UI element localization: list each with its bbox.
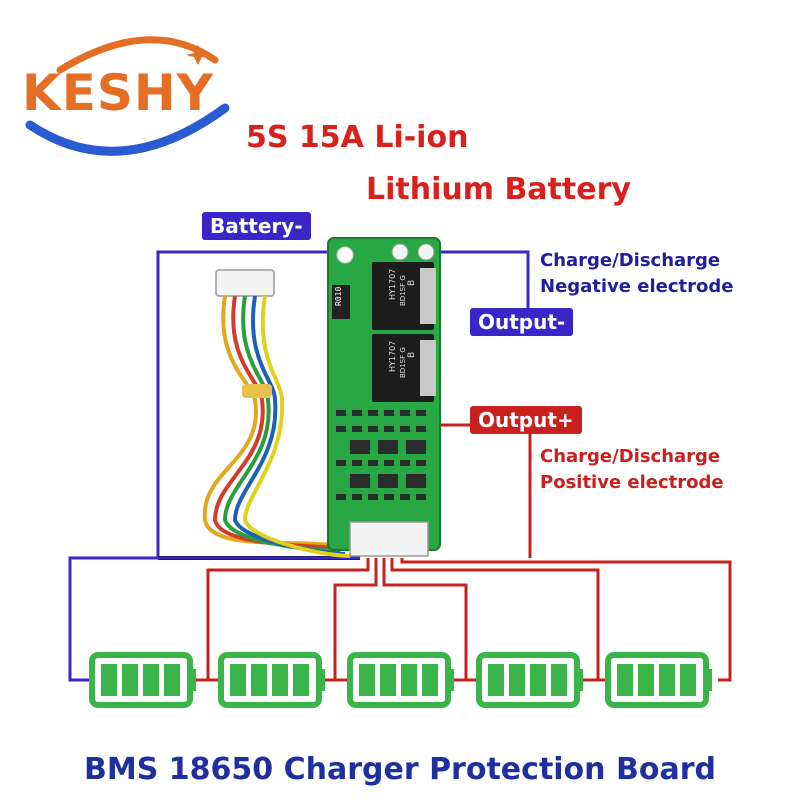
battery-cell-icon bbox=[476, 652, 583, 708]
logo-swoosh bbox=[25, 36, 230, 156]
positive-desc-line2: Positive electrode bbox=[540, 472, 724, 493]
footer-caption: BMS 18650 Charger Protection Board bbox=[84, 752, 716, 787]
battery-cell-icon bbox=[89, 652, 196, 708]
mosfet1-marking-2: BD1SF G bbox=[399, 275, 407, 306]
mosfet2-marking-2: BD1SF G bbox=[399, 347, 407, 378]
battery-minus-label: Battery- bbox=[202, 212, 311, 240]
product-title-line2: Lithium Battery bbox=[366, 172, 631, 207]
mosfet2-letter: B bbox=[407, 352, 417, 358]
logo-star-icon bbox=[186, 45, 210, 65]
output-plus-label: Output+ bbox=[470, 406, 582, 434]
product-title-line1: 5S 15A Li-ion bbox=[246, 120, 469, 155]
cable-connector bbox=[215, 269, 275, 297]
positive-desc-line1: Charge/Discharge bbox=[540, 446, 721, 467]
mosfet2-marking: HY1707 bbox=[388, 341, 397, 372]
negative-wires bbox=[68, 250, 530, 682]
brand-logo: KESHY bbox=[22, 64, 214, 122]
output-minus-label: Output- bbox=[470, 308, 574, 336]
positive-electrode-desc: Charge/Discharge Positive electrode bbox=[540, 444, 724, 496]
pcb-board bbox=[327, 237, 441, 557]
balance-connector bbox=[349, 521, 429, 557]
negative-desc-line1: Charge/Discharge bbox=[540, 250, 721, 271]
battery-cell-icon bbox=[605, 652, 712, 708]
battery-row bbox=[89, 652, 712, 708]
balance-cable bbox=[202, 269, 351, 558]
battery-cell-icon bbox=[347, 652, 454, 708]
negative-electrode-desc: Charge/Discharge Negative electrode bbox=[540, 248, 733, 300]
mosfet1-marking: HY1707 bbox=[388, 269, 397, 300]
mount-hole-icon bbox=[336, 246, 354, 264]
mosfet1-letter: B bbox=[407, 280, 417, 286]
cable-tie bbox=[242, 384, 272, 398]
resistor-marking: R010 bbox=[334, 287, 343, 306]
battery-cell-icon bbox=[218, 652, 325, 708]
negative-desc-line2: Negative electrode bbox=[540, 276, 734, 297]
